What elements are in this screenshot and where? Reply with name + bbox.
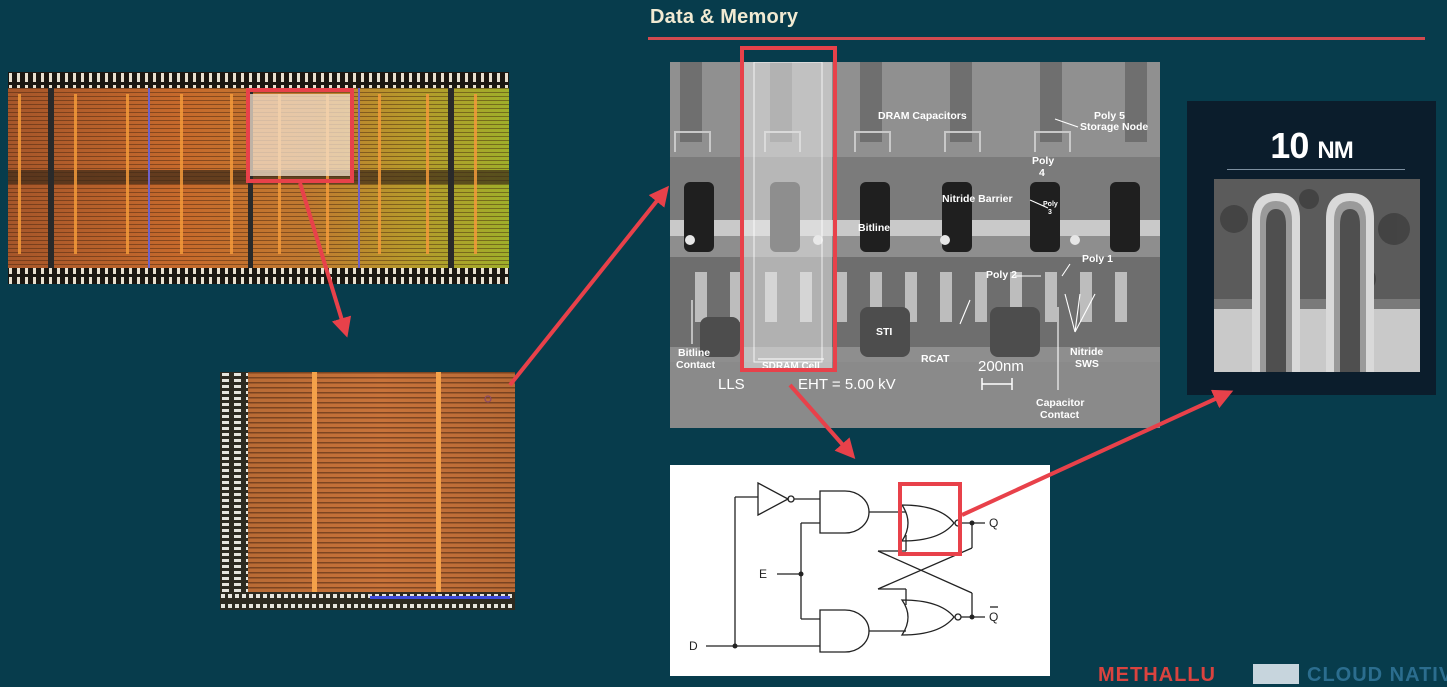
label-dram-capacitors: DRAM Capacitors: [878, 110, 967, 122]
tem-10nm-panel: 10 NM: [1187, 101, 1436, 395]
label-sdram-cell: SDRAM Cell: [762, 361, 820, 372]
label-bitline-contact-2: Contact: [676, 359, 716, 371]
label-capacitor-contact-2: Contact: [1040, 409, 1080, 421]
sem-detector-label: LLS: [718, 376, 745, 393]
sr-latch-circuit: Q Q E D: [670, 465, 1050, 676]
tem-title: 10 NM: [1187, 125, 1436, 167]
footer-logo-2: CLOUD NATIV: [1307, 664, 1447, 686]
label-poly4b: 4: [1039, 167, 1045, 179]
slide-title: Data & Memory: [650, 6, 799, 28]
title-underline: [648, 37, 1425, 40]
label-poly3a: Poly: [1043, 201, 1058, 208]
sem-scale-label: 200nm: [978, 358, 1024, 375]
output-q-bar: Q: [989, 610, 999, 624]
highlight-box-sem-cell: [740, 46, 837, 372]
label-bitline-contact-1: Bitline: [678, 347, 711, 359]
tem-title-unit: NM: [1317, 137, 1353, 164]
sem-eht-label: EHT = 5.00 kV: [798, 376, 896, 393]
arrow-sem-to-circuit: [788, 383, 856, 459]
tem-title-number: 10: [1270, 125, 1309, 166]
label-poly1: Poly 1: [1082, 253, 1113, 265]
label-sti: STI: [876, 326, 893, 338]
label-storage-node: Storage Node: [1080, 121, 1149, 133]
highlight-box-nor-gate: [898, 482, 962, 556]
label-nitride-sws-1: Nitride: [1070, 346, 1104, 358]
label-rcat: RCAT: [921, 353, 950, 365]
tem-title-rule: [1227, 169, 1405, 170]
tem-fin-image: [1214, 179, 1420, 372]
arrow-circuit-to-tem: [961, 389, 1234, 517]
input-e: E: [759, 567, 768, 581]
output-q: Q: [989, 516, 999, 530]
label-nitride-barrier: Nitride Barrier: [942, 193, 1013, 205]
footer-logo-1: METHALLU: [1098, 664, 1216, 686]
label-capacitor-contact-1: Capacitor: [1036, 397, 1085, 409]
input-d: D: [689, 639, 698, 653]
label-poly2: Poly 2: [986, 269, 1017, 281]
label-poly5: Poly 5: [1094, 110, 1125, 122]
label-poly3b: 3: [1048, 209, 1052, 216]
arrow-zoom-to-sem: [508, 185, 669, 387]
die-shot-overview: [8, 72, 509, 284]
highlight-box-die: [246, 88, 354, 183]
label-poly4a: Poly: [1032, 155, 1055, 167]
label-bitline: Bitline: [858, 222, 891, 234]
footer-logo-icon: [1253, 664, 1299, 684]
die-shot-zoom: [220, 372, 515, 610]
label-nitride-sws-2: SWS: [1075, 358, 1099, 370]
sem-cross-section: DRAM Capacitors Poly 5 Storage Node Poly…: [670, 62, 1160, 428]
arrow-die-to-zoom: [298, 182, 352, 338]
